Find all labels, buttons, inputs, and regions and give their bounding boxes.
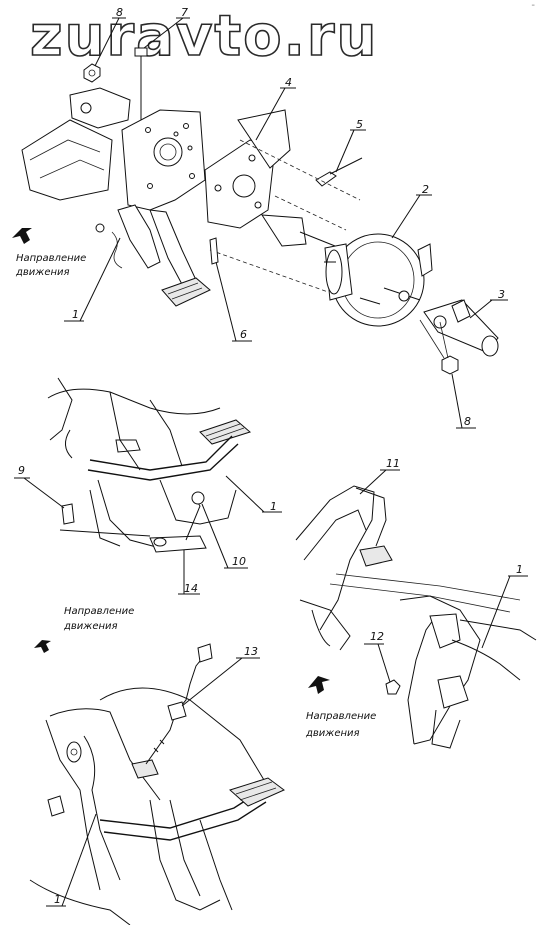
callout-1-right: 1 [516,563,523,576]
callout-5: 5 [356,118,363,131]
left-view-drawing [47,377,252,553]
callout-3: 3 [498,288,505,301]
direction-caption-line1: Направление [16,253,86,264]
callouts-left: 9 1 10 14 [14,464,282,595]
watermark: zuravto.ru [29,3,379,70]
callouts-top: 8 7 4 5 2 3 8 6 1 [64,6,508,429]
callout-10: 10 [232,555,246,568]
callout-9: 9 [18,464,25,477]
brake-booster [324,233,433,327]
callout-11: 11 [386,457,400,470]
direction-caption-left-line2: движения [63,621,118,632]
callout-8-top: 8 [116,6,123,19]
pedal-bracket-assembly [21,47,363,307]
callout-14: 14 [184,582,198,595]
callout-7: 7 [181,6,188,19]
callout-1-bottom: 1 [54,893,61,906]
callout-8-bottom: 8 [464,415,471,428]
callout-1-top: 1 [72,308,79,321]
direction-caption-right-line2: движения [305,728,360,739]
callout-12: 12 [370,630,384,643]
callout-13: 13 [244,645,258,658]
direction-caption-line2: движения [15,267,70,278]
direction-arrow-icon [34,640,51,653]
direction-caption-right-line1: Направление [306,711,376,722]
right-view-drawing [295,485,537,749]
callout-1-left: 1 [270,500,277,513]
callouts-bottom: 13 1 [46,645,260,907]
corner-mark: - [531,0,535,11]
master-cylinder [419,299,499,375]
direction-caption-left-line1: Направление [64,606,134,617]
callouts-right: 11 1 12 [359,457,528,683]
bottom-view-drawing [29,643,285,925]
direction-arrow-icon [308,676,330,694]
callout-4: 4 [285,76,292,89]
callout-2: 2 [422,183,429,196]
direction-arrow-icon [12,228,32,244]
callout-6: 6 [240,328,247,341]
